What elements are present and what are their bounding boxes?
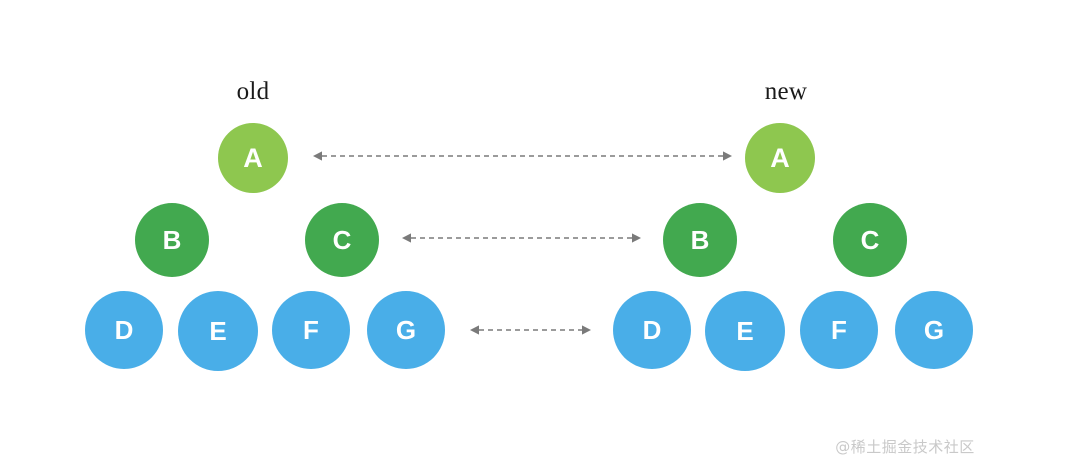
column-label-old: old <box>236 78 270 105</box>
connector-link-c <box>470 322 591 338</box>
node-label: D <box>114 314 134 345</box>
node-old-a[interactable]: A <box>218 123 288 193</box>
node-label: G <box>395 314 417 345</box>
node-label: D <box>642 314 662 345</box>
node-label: E <box>209 315 227 346</box>
node-new-g[interactable]: G <box>895 291 973 369</box>
node-old-g[interactable]: G <box>367 291 445 369</box>
node-old-b[interactable]: B <box>135 203 209 277</box>
node-new-e[interactable]: E <box>705 291 785 371</box>
node-new-b[interactable]: B <box>663 203 737 277</box>
node-label: F <box>831 314 847 345</box>
node-label: B <box>162 224 182 255</box>
node-label: G <box>923 314 945 345</box>
node-new-a[interactable]: A <box>745 123 815 193</box>
node-label: B <box>690 224 710 255</box>
column-label-new: new <box>764 78 808 105</box>
node-label: F <box>303 314 319 345</box>
connector-link-a <box>313 148 732 164</box>
watermark: @稀土掘金技术社区 <box>835 438 975 456</box>
node-new-f[interactable]: F <box>800 291 878 369</box>
node-old-e[interactable]: E <box>178 291 258 371</box>
node-new-c[interactable]: C <box>833 203 907 277</box>
node-label: C <box>860 224 880 255</box>
connector-link-b <box>402 230 641 246</box>
node-old-c[interactable]: C <box>305 203 379 277</box>
node-old-d[interactable]: D <box>85 291 163 369</box>
node-new-d[interactable]: D <box>613 291 691 369</box>
node-old-f[interactable]: F <box>272 291 350 369</box>
node-label: E <box>736 315 754 346</box>
node-label: A <box>770 142 790 173</box>
node-label: C <box>332 224 352 255</box>
node-label: A <box>243 142 263 173</box>
